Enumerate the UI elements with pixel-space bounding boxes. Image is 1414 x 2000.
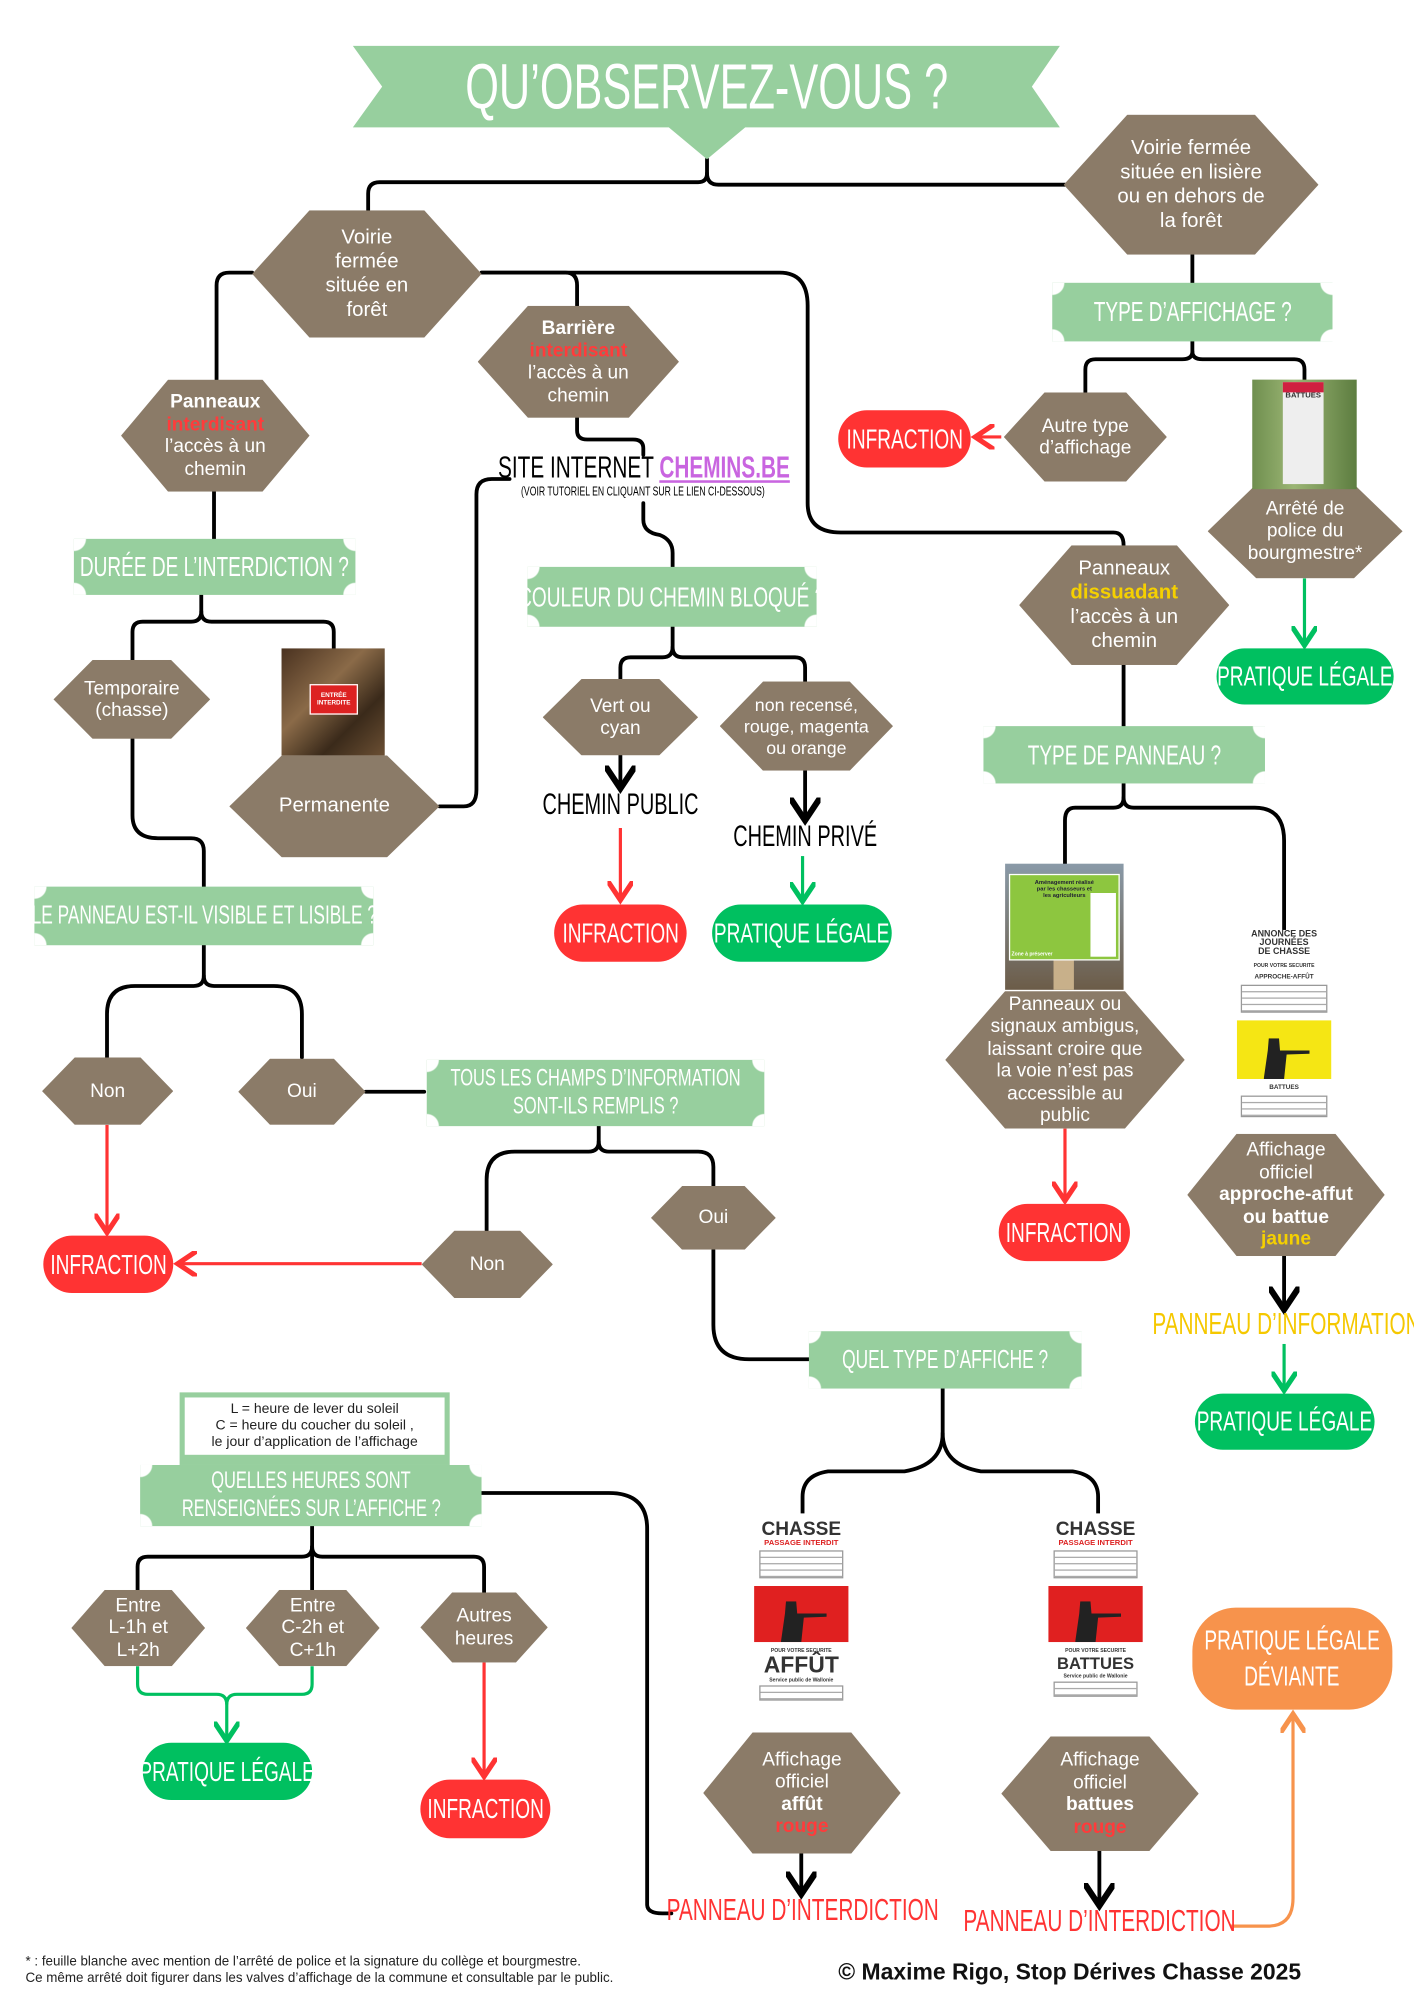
chemin-prive-label: CHEMIN PRIVÉ bbox=[733, 819, 878, 853]
chemin-public-label: CHEMIN PUBLIC bbox=[542, 787, 699, 821]
question-duree: DURÉE DE L’INTERDICTION ? bbox=[73, 538, 356, 595]
question-couleur: COULEUR DU CHEMIN BLOQUÉ ? bbox=[518, 566, 826, 627]
outcome-infraction: INFRACTION bbox=[43, 1235, 174, 1294]
outcome-pratique-legale: PRATIQUE LÉGALE bbox=[140, 1742, 315, 1801]
copyright: © Maxime Rigo, Stop Dérives Chasse 2025 bbox=[838, 1959, 1302, 1985]
battues-poster-photo: BATTUES bbox=[1252, 379, 1357, 490]
footnote: * : feuille blanche avec mention de l’ar… bbox=[25, 1954, 614, 1987]
outcome-pratique-legale: PRATIQUE LÉGALE bbox=[1194, 1393, 1375, 1450]
outcome-pratique-legale: PRATIQUE LÉGALE bbox=[712, 904, 892, 962]
site-internet-label: SITE INTERNET CHEMINS.BE bbox=[497, 450, 790, 486]
question-quel-type: QUEL TYPE D’AFFICHE ? bbox=[808, 1331, 1082, 1389]
question-type-affichage: TYPE D’AFFICHAGE ? bbox=[1052, 282, 1333, 342]
outcome-pratique-legale: PRATIQUE LÉGALE bbox=[1216, 648, 1394, 705]
panneau-interdiction-label: PANNEAU D’INTERDICTION bbox=[963, 1904, 1236, 1939]
chemins-be-link[interactable]: CHEMINS.BE bbox=[658, 450, 790, 486]
outcome-infraction: INFRACTION bbox=[420, 1779, 551, 1839]
question-type-panneau: TYPE DE PANNEAU ? bbox=[983, 726, 1265, 784]
outcome-infraction: INFRACTION bbox=[998, 1203, 1130, 1262]
panneau-information-label: PANNEAU D’INFORMATION bbox=[1152, 1307, 1414, 1342]
outcome-infraction: INFRACTION bbox=[838, 410, 971, 468]
question-visible: LE PANNEAU EST-IL VISIBLE ET LISIBLE ? bbox=[31, 886, 377, 946]
title-banner-shape bbox=[352, 45, 1060, 160]
page-title: QU’OBSERVEZ-VOUS ? bbox=[464, 50, 948, 123]
entree-interdite-photo: ENTRÉE INTERDITE bbox=[281, 648, 385, 756]
panneau-interdiction-label: PANNEAU D’INTERDICTION bbox=[666, 1893, 939, 1928]
site-internet-subtitle: (VOIR TUTORIEL EN CLIQUANT SUR LE LIEN C… bbox=[521, 485, 766, 500]
node-oui-visible: Oui bbox=[238, 1058, 366, 1125]
outcome-infraction: INFRACTION bbox=[554, 904, 687, 962]
